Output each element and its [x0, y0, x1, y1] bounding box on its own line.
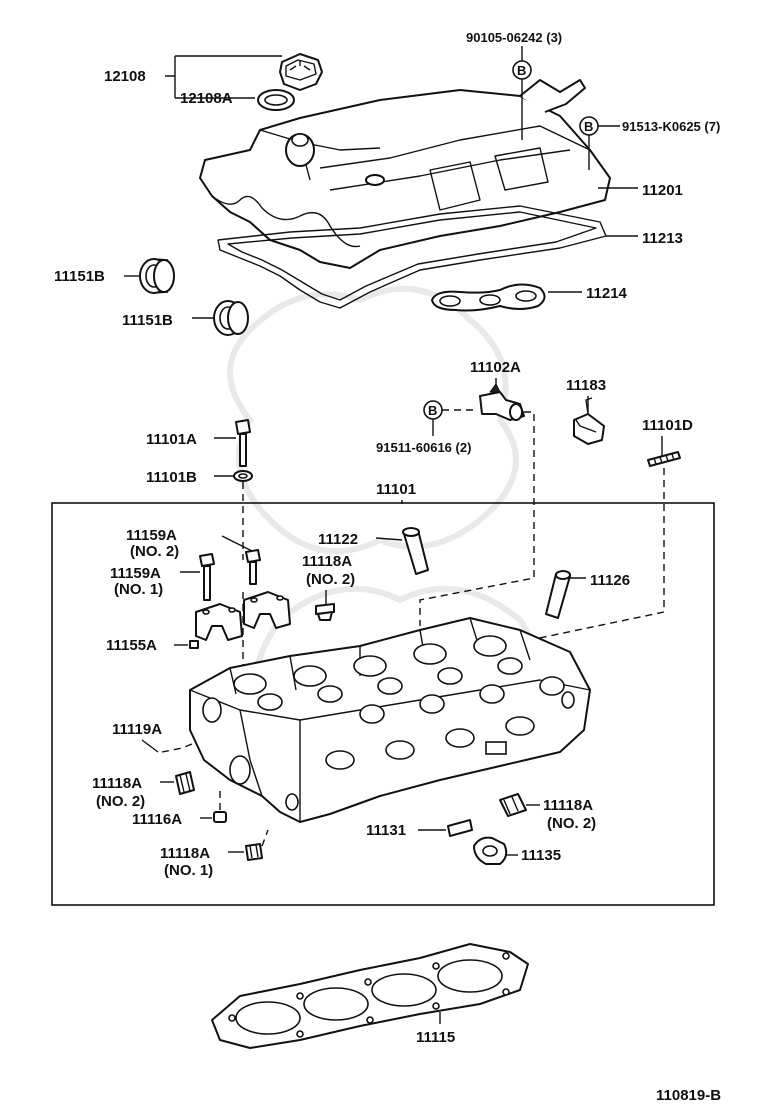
bearing-cap-bolt-no1[interactable] [199, 553, 215, 601]
part-label-11214: 11214 [586, 285, 628, 302]
part-label-91513: 91513-K0625 (7) [622, 119, 720, 134]
part-label-11201: 11201 [642, 182, 683, 199]
marker-b-1: B [517, 63, 526, 78]
part-label-11131: 11131 [366, 822, 406, 839]
marker-b-2: B [584, 119, 593, 134]
part-label-11155a: 11155A [106, 637, 157, 654]
note-11118a-right: (NO. 2) [547, 815, 596, 832]
plug-11118a-top[interactable] [315, 603, 335, 621]
camshaft-oil-seal-1[interactable] [139, 258, 175, 294]
part-label-12108: 12108 [104, 68, 146, 85]
dash-stud-to-head [529, 468, 665, 641]
part-label-11118a-right: 11118A [543, 797, 593, 814]
dowel-pin-11155a[interactable] [189, 640, 199, 649]
oil-filler-gasket[interactable] [257, 89, 295, 111]
part-label-11116a: 11116A [132, 811, 182, 828]
leader-91513 [588, 125, 620, 170]
gasket-11135[interactable] [473, 836, 508, 865]
note-11159a-no1: (NO. 1) [114, 581, 163, 598]
part-label-90105: 90105-06242 (3) [466, 30, 562, 45]
dash-pin-11119a [161, 743, 193, 753]
plug-11118a-left[interactable] [175, 771, 195, 795]
spark-plug-tube-11126[interactable] [545, 570, 571, 619]
part-label-11115: 11115 [416, 1029, 455, 1046]
part-label-11119a: 11119A [112, 721, 162, 738]
part-label-11126: 11126 [590, 572, 630, 589]
head-cover-gasket[interactable] [217, 205, 607, 309]
cylinder-head-assembly-frame [51, 502, 715, 906]
note-11118a-bottom: (NO. 1) [164, 862, 213, 879]
diagram-id: 110819-B [656, 1087, 721, 1104]
part-label-11118a-top: 11118A [302, 553, 352, 570]
leader-12108 [165, 55, 282, 99]
leader-11159a-no2 [221, 535, 255, 553]
head-bolt[interactable] [235, 419, 251, 467]
part-label-11159a-no2: 11159A [126, 527, 177, 544]
part-label-11159a-no1: 11159A [110, 565, 161, 582]
part-label-11151b-2: 11151B [122, 312, 173, 329]
part-label-11122: 11122 [318, 531, 358, 548]
dash-11118a-bottom [261, 829, 269, 847]
part-label-11213: 11213 [642, 230, 683, 247]
head-bolt-washer[interactable] [233, 470, 253, 482]
cylinder-head-gasket[interactable] [211, 943, 529, 1049]
spark-plug-tube-11122[interactable] [402, 527, 429, 575]
part-label-11101d: 11101D [642, 417, 693, 434]
leader-11122 [375, 537, 403, 541]
stud-bolt[interactable] [647, 451, 681, 467]
camshaft-timing-cover[interactable] [573, 397, 605, 445]
leader-11119a [141, 739, 159, 753]
marker-b-3: B [428, 403, 437, 418]
part-label-11118a-left: 11118A [92, 775, 142, 792]
note-11159a-no2: (NO. 2) [130, 543, 179, 560]
part-label-12108a: 12108A [180, 90, 233, 107]
part-label-11101a: 11101A [146, 431, 197, 448]
plug-11118a-bottom[interactable] [245, 843, 263, 861]
plug-11118a-right[interactable] [499, 793, 527, 817]
oil-filler-cap[interactable] [279, 53, 323, 91]
plug-tube-gasket[interactable] [431, 283, 546, 312]
bearing-cap-bolt-no2[interactable] [245, 549, 261, 585]
cylinder-head-cover[interactable] [199, 79, 611, 269]
part-label-11183: 11183 [566, 377, 606, 394]
note-11118a-top: (NO. 2) [306, 571, 355, 588]
part-label-11151b-1: 11151B [54, 268, 105, 285]
dowel-11116a[interactable] [213, 811, 227, 823]
part-label-11101b: 11101B [146, 469, 197, 486]
part-label-91511: 91511-60616 (2) [376, 440, 471, 455]
note-11118a-left: (NO. 2) [96, 793, 145, 810]
key-11131[interactable] [447, 819, 473, 837]
cylinder-head[interactable] [189, 617, 591, 823]
part-label-11135: 11135 [521, 847, 561, 864]
dash-sensor-to-head [419, 411, 535, 626]
camshaft-oil-seal-2[interactable] [213, 300, 249, 336]
part-label-11101: 11101 [376, 481, 416, 498]
camshaft-position-sensor[interactable] [479, 383, 525, 421]
part-label-11102a: 11102A [470, 359, 521, 376]
camshaft-bearing-caps[interactable] [195, 591, 291, 641]
part-label-11118a-bottom: 11118A [160, 845, 210, 862]
